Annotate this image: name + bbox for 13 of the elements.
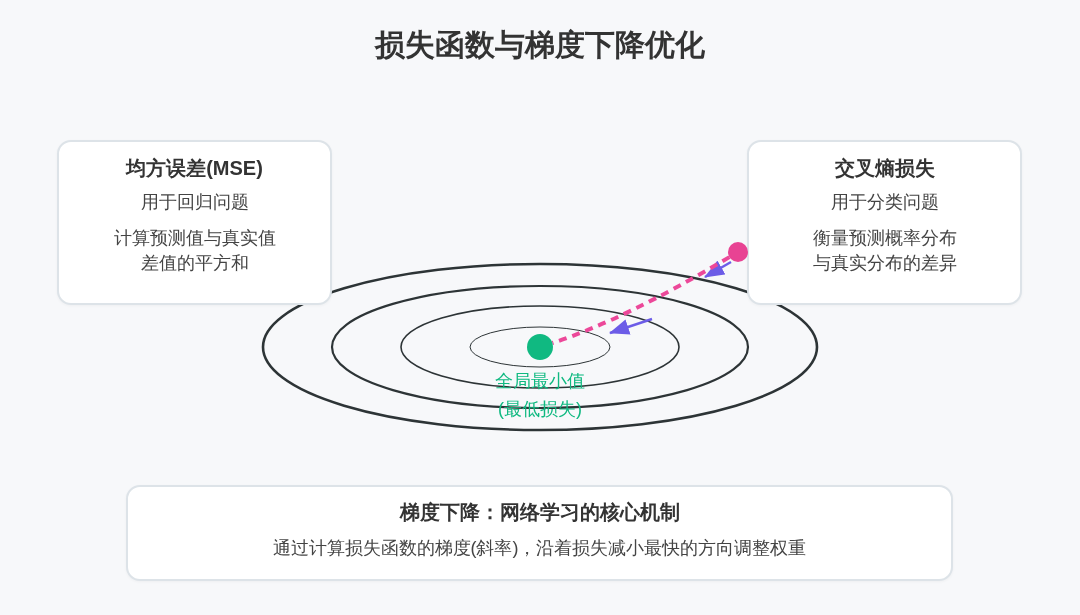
dashed-path: [551, 255, 731, 345]
info-card: [747, 140, 1022, 305]
card-heading: 交叉熵损失: [834, 156, 935, 181]
card-heading: 均方误差(MSE): [126, 156, 263, 181]
info-card: [126, 485, 953, 581]
card-text: 衡量预测概率分布与真实分布的差异: [811, 227, 958, 275]
card-text: 通过计算损失函数的梯度(斜率)，沿着损失减小最快的方向调整权重: [272, 537, 807, 560]
diagram-title: 损失函数与梯度下降优化: [375, 27, 705, 63]
card-heading: 梯度下降：网络学习的核心机制: [399, 500, 680, 525]
info-card: [57, 140, 332, 305]
card-text: 用于回归问题: [140, 191, 249, 214]
card-text: 用于分类问题: [830, 191, 939, 214]
card-text: 计算预测值与真实值差值的平方和: [112, 227, 277, 275]
